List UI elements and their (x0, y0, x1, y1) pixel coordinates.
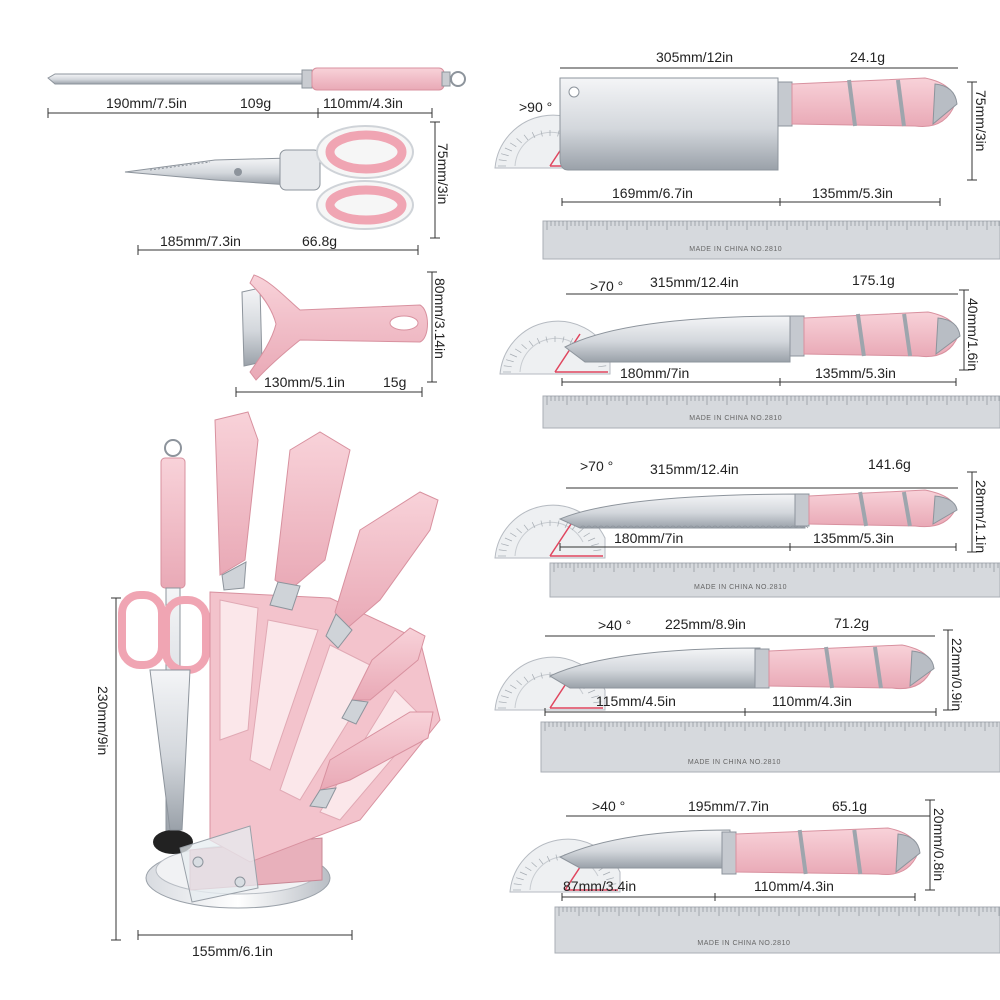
sharpener-handle-label: 110mm/4.3in (323, 95, 403, 111)
knife-total-length-label: 195mm/7.7in (688, 798, 769, 814)
knife-height-label: 28mm/1.1in (973, 480, 989, 553)
scissors-weight-label: 66.8g (302, 233, 337, 249)
knife-handle-length-label: 135mm/5.3in (815, 365, 896, 381)
knife-handle (735, 827, 919, 876)
knife-total-length-label: 225mm/8.9in (665, 616, 746, 632)
ruler-brand-label: MADE IN CHINA NO.2810 (688, 759, 781, 766)
knife-handle (791, 77, 956, 128)
knife-weight-label: 71.2g (834, 615, 869, 631)
knife-total-length-label: 315mm/12.4in (650, 274, 739, 290)
knife-height-label: 75mm/3in (973, 90, 989, 151)
sharpener-length-label: 190mm/7.5in (106, 95, 187, 111)
ruler: MADE IN CHINA NO.2810 (542, 395, 1000, 429)
ruler: MADE IN CHINA NO.2810 (542, 220, 1000, 260)
knife-height-label: 22mm/0.9in (949, 638, 965, 711)
knife-handle-length-label: 110mm/4.3in (754, 878, 834, 894)
knife-total-length-label: 315mm/12.4in (650, 461, 739, 477)
knife-blade-length-label: 115mm/4.5in (596, 693, 676, 709)
peeler: 130mm/5.1in 15g 80mm/3.14in (235, 271, 448, 397)
ruler: MADE IN CHINA NO.2810 (549, 562, 1000, 598)
knife-angle-label: >40 ° (592, 798, 625, 814)
knife-panel-bread: MADE IN CHINA NO.2810 315mm/12.4in 141.6g >… (494, 456, 1000, 598)
knife-blade (559, 77, 779, 171)
ruler-brand-label: MADE IN CHINA NO.2810 (689, 415, 782, 422)
knife-panel-chef: MADE IN CHINA NO.2810 315mm/12.4in 175.1g >… (499, 272, 1000, 429)
peeler-weight-label: 15g (383, 374, 406, 390)
knife-handle-length-label: 110mm/4.3in (772, 693, 852, 709)
ruler: MADE IN CHINA NO.2810 (554, 906, 1000, 954)
peeler-height-label: 80mm/3.14in (432, 278, 448, 359)
ruler: MADE IN CHINA NO.2810 (540, 721, 1000, 773)
ruler-brand-label: MADE IN CHINA NO.2810 (689, 246, 782, 253)
sharpener-weight-label: 109g (240, 95, 271, 111)
knife-panel-cleaver: MADE IN CHINA NO.2810 305mm/12in 24.1g >90 … (494, 49, 1000, 260)
knife-weight-label: 65.1g (832, 798, 867, 814)
knife-weight-label: 141.6g (868, 456, 911, 472)
knife-angle-label: >70 ° (590, 278, 623, 294)
ruler-brand-label: MADE IN CHINA NO.2810 (697, 940, 790, 947)
knife-handle (768, 644, 933, 690)
knife-angle-label: >40 ° (598, 617, 631, 633)
knife-blade (558, 829, 731, 869)
scissors-length-label: 185mm/7.3in (160, 233, 241, 249)
stand-width-label: 155mm/6.1in (192, 943, 273, 959)
knife-blade-length-label: 169mm/6.7in (612, 185, 693, 201)
peeler-length-label: 130mm/5.1in (264, 374, 345, 390)
knife-panel-paring: MADE IN CHINA NO.2810 195mm/7.7in 65.1g >40… (509, 798, 1000, 954)
knife-blade-length-label: 180mm/7in (620, 365, 689, 381)
knife-panel-utility: MADE IN CHINA NO.2810 225mm/8.9in 71.2g >40… (494, 615, 1000, 773)
protractor-icon (499, 320, 611, 375)
knife-handle-length-label: 135mm/5.3in (813, 530, 894, 546)
knife-height-label: 20mm/0.8in (931, 808, 947, 881)
knife-handle-length-label: 135mm/5.3in (812, 185, 893, 201)
knife-weight-label: 175.1g (852, 272, 895, 288)
knife-blade (548, 647, 761, 689)
kitchen-scissors: 185mm/7.3in 66.8g 75mm/3in (124, 121, 451, 255)
knife-blade-length-label: 180mm/7in (614, 530, 683, 546)
ruler-brand-label: MADE IN CHINA NO.2810 (694, 584, 787, 591)
knife-blade-length-label: 87mm/3.4in (563, 878, 636, 894)
stand-height-label: 230mm/9in (95, 686, 111, 755)
knife-specs-column: MADE IN CHINA NO.2810 305mm/12in 24.1g >90 … (494, 49, 1000, 954)
knife-angle-label: >70 ° (580, 458, 613, 474)
knife-angle-label: >90 ° (519, 99, 552, 115)
knife-total-length-label: 305mm/12in (656, 49, 733, 65)
knife-blade (558, 493, 806, 529)
knife-stand-set: 230mm/9in 155mm/6.1in (95, 411, 441, 959)
knife-handle (803, 311, 959, 358)
sharpener: 190mm/7.5in 109g 110mm/4.3in (47, 67, 466, 118)
knife-height-label: 40mm/1.6in (965, 298, 981, 371)
knife-blade (564, 315, 791, 363)
scissors-height-label: 75mm/3in (435, 143, 451, 204)
knife-weight-label: 24.1g (850, 49, 885, 65)
